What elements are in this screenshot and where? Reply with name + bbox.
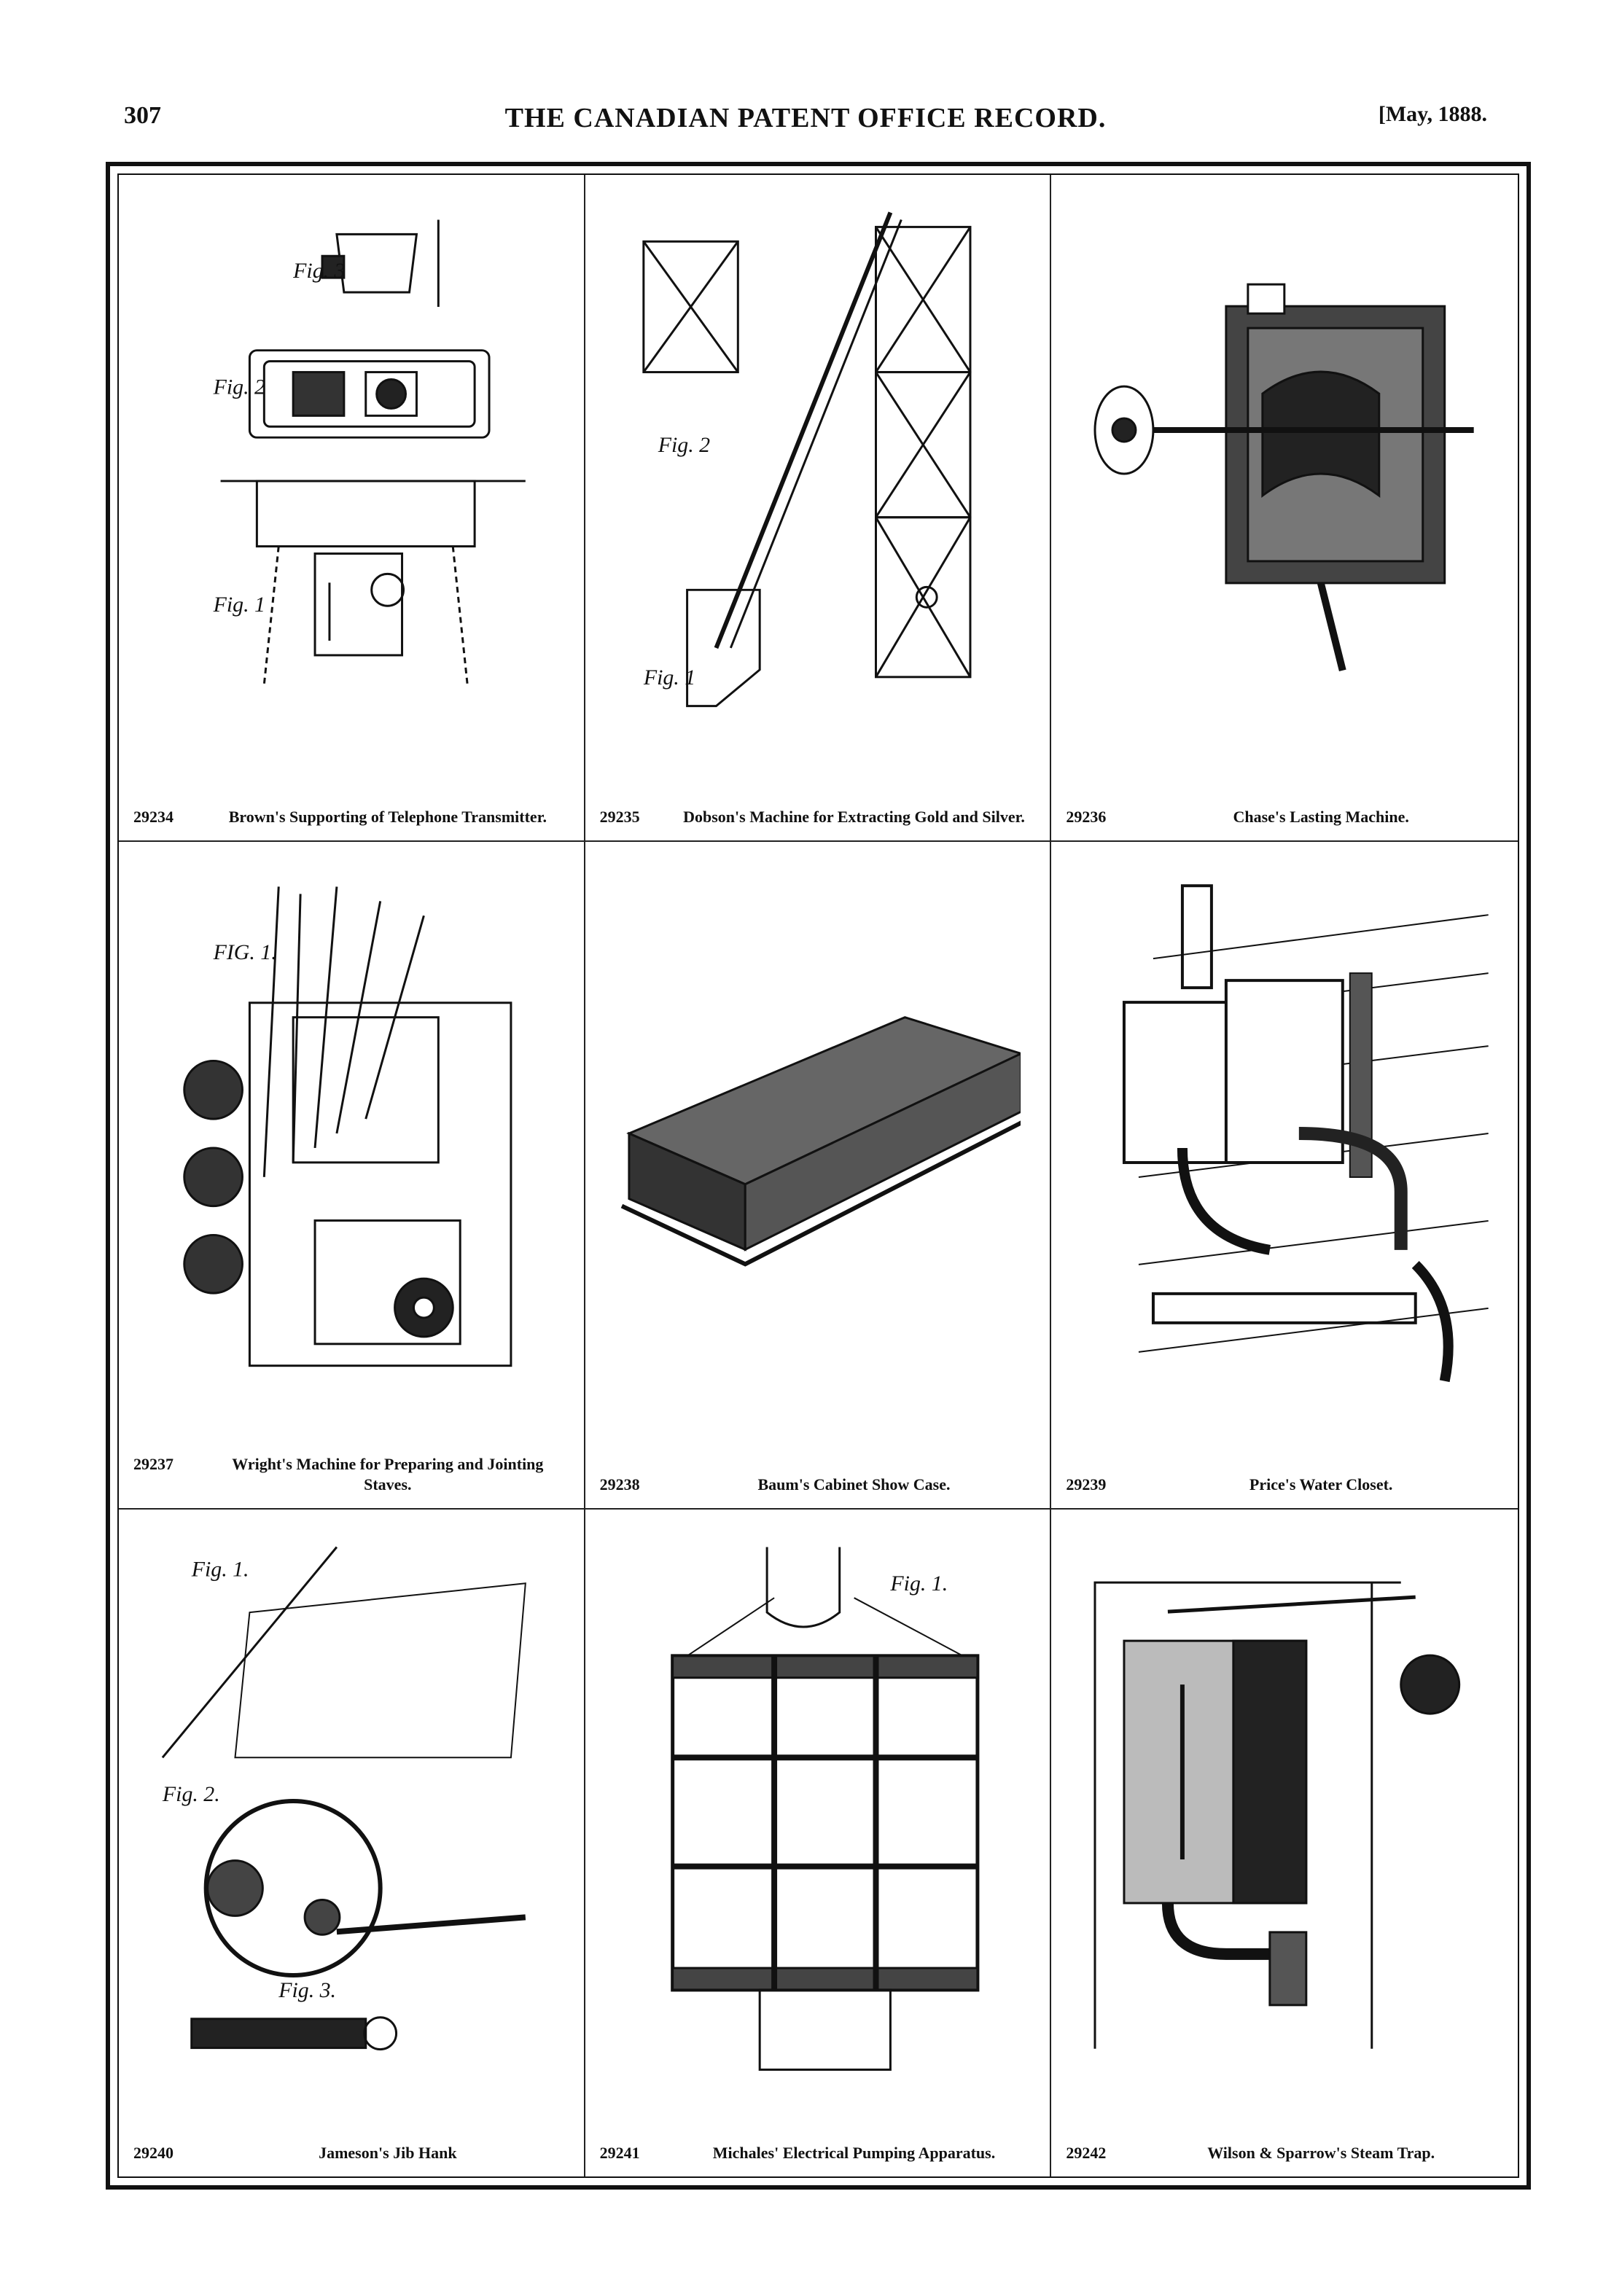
- patent-drawing-gold-extractor: Fig. 2 Fig. 1: [615, 204, 1021, 736]
- plate-inner-border: Fig. 3 Fig. 2 Fig. 1 29234 Brown's Suppo…: [117, 173, 1519, 2178]
- patent-title: Wright's Machine for Preparing and Joint…: [232, 1454, 544, 1493]
- patent-number: 29238: [599, 1475, 640, 1493]
- patent-drawing-show-case: [615, 871, 1044, 1403]
- patent-title: Brown's Supporting of Telephone Transmit…: [228, 808, 547, 827]
- patent-number: 29237: [133, 1454, 173, 1473]
- patent-cell-29242: 29242 Wilson & Sparrow's Steam Trap.: [1051, 1510, 1518, 2176]
- journal-title: THE CANADIAN PATENT OFFICE RECORD.: [504, 103, 1107, 133]
- fig-1-label: Fig. 1: [642, 665, 695, 690]
- patent-cell-29238: 29238 Baum's Cabinet Show Case.: [585, 842, 1052, 1510]
- patent-drawing-lasting-machine: [1080, 204, 1489, 736]
- fig-1-label: FIG. 1.: [213, 940, 277, 964]
- page-number: 307: [124, 102, 161, 129]
- patent-title: Baum's Cabinet Show Case.: [757, 1475, 951, 1493]
- patent-drawing-telephone-transmitter: Fig. 3 Fig. 2 Fig. 1: [148, 204, 555, 736]
- fig-2-label: Fig. 2: [213, 375, 265, 399]
- patent-title: Michales' Electrical Pumping Apparatus.: [712, 2143, 996, 2162]
- page-header: 307 THE CANADIAN PATENT OFFICE RECORD. […: [124, 102, 1487, 146]
- patent-caption: 29242 Wilson & Sparrow's Steam Trap.: [1066, 2143, 1503, 2163]
- patent-caption: 29238 Baum's Cabinet Show Case.: [600, 1475, 1036, 1495]
- patent-title: Price's Water Closet.: [1249, 1475, 1393, 1493]
- fig-3-label: Fig. 3: [292, 259, 345, 283]
- fig-1-label: Fig. 1: [213, 593, 265, 617]
- patent-title: Wilson & Sparrow's Steam Trap.: [1207, 2143, 1435, 2162]
- patent-drawing-water-closet: [1080, 871, 1489, 1403]
- jib-hank-drawing: Fig. 1. Fig. 2. Fig. 3.: [161, 1546, 526, 2050]
- patent-cell-29241: Fig. 1. 29241 Michales' Electrical Pumpi…: [585, 1509, 1052, 2176]
- patent-number: 29236: [1066, 808, 1107, 827]
- lasting-machine-drawing: [1093, 283, 1475, 672]
- patent-title: Dobson's Machine for Extracting Gold and…: [683, 808, 1025, 827]
- fig-1-label: Fig. 1.: [889, 1571, 948, 1596]
- pumping-apparatus-drawing: Fig. 1.: [670, 1547, 980, 2071]
- patent-number: 29239: [1066, 1475, 1107, 1493]
- steam-trap-drawing: [1093, 1581, 1461, 2049]
- fig-2-label: Fig. 2: [657, 433, 709, 457]
- fig-1-label: Fig. 1.: [191, 1557, 249, 1581]
- patent-drawing-stave-machine: FIG. 1.: [148, 871, 555, 1403]
- telephone-transmitter-drawing: Fig. 3 Fig. 2 Fig. 1: [213, 219, 526, 684]
- patent-number: 29242: [1066, 2143, 1107, 2162]
- patent-caption: 29240 Jameson's Jib Hank: [133, 2143, 569, 2163]
- patent-drawing-pumping-apparatus: Fig. 1.: [615, 1539, 1021, 2071]
- issue-date: [May, 1888.: [1378, 102, 1487, 126]
- patent-caption: 29236 Chase's Lasting Machine.: [1066, 807, 1503, 827]
- fig-3-label: Fig. 3.: [278, 1978, 336, 2002]
- patent-caption: 29234 Brown's Supporting of Telephone Tr…: [133, 807, 569, 827]
- patent-number: 29234: [133, 808, 173, 827]
- patent-cell-29240: Fig. 1. Fig. 2. Fig. 3. 29240 Jameson's …: [119, 1509, 585, 2176]
- gold-extractor-drawing: Fig. 2 Fig. 1: [642, 211, 972, 708]
- patent-cell-29234: Fig. 3 Fig. 2 Fig. 1 29234 Brown's Suppo…: [119, 175, 585, 843]
- patent-cell-29236: 29236 Chase's Lasting Machine.: [1051, 175, 1518, 843]
- patent-title: Jameson's Jib Hank: [319, 2143, 457, 2162]
- patent-caption: 29235 Dobson's Machine for Extracting Go…: [600, 807, 1036, 827]
- patent-cell-29235: Fig. 2 Fig. 1 29235 Dobson's Machine for…: [585, 175, 1052, 843]
- patent-drawing-steam-trap: [1080, 1539, 1489, 2071]
- show-case-drawing: [620, 1016, 1044, 1267]
- water-closet-drawing: [1123, 884, 1489, 1383]
- patent-number: 29235: [599, 808, 640, 827]
- patent-title: Chase's Lasting Machine.: [1233, 808, 1409, 827]
- patent-drawing-jib-hank: Fig. 1. Fig. 2. Fig. 3.: [148, 1539, 555, 2071]
- patent-caption: 29239 Price's Water Closet.: [1066, 1475, 1503, 1495]
- fig-2-label: Fig. 2.: [162, 1782, 220, 1806]
- patent-cell-29237: FIG. 1. 29237 Wright's Machine for Prepa…: [119, 842, 585, 1510]
- patent-cell-29239: 29239 Price's Water Closet.: [1051, 842, 1518, 1510]
- patent-caption: 29241 Michales' Electrical Pumping Appar…: [600, 2143, 1036, 2163]
- patent-caption: 29237 Wright's Machine for Preparing and…: [133, 1454, 569, 1495]
- patent-number: 29241: [599, 2143, 640, 2162]
- patent-grid: Fig. 3 Fig. 2 Fig. 1 29234 Brown's Suppo…: [119, 175, 1518, 2176]
- patent-number: 29240: [133, 2143, 173, 2162]
- stave-machine-drawing: FIG. 1.: [183, 886, 512, 1367]
- plate-frame: Fig. 3 Fig. 2 Fig. 1 29234 Brown's Suppo…: [106, 162, 1531, 2190]
